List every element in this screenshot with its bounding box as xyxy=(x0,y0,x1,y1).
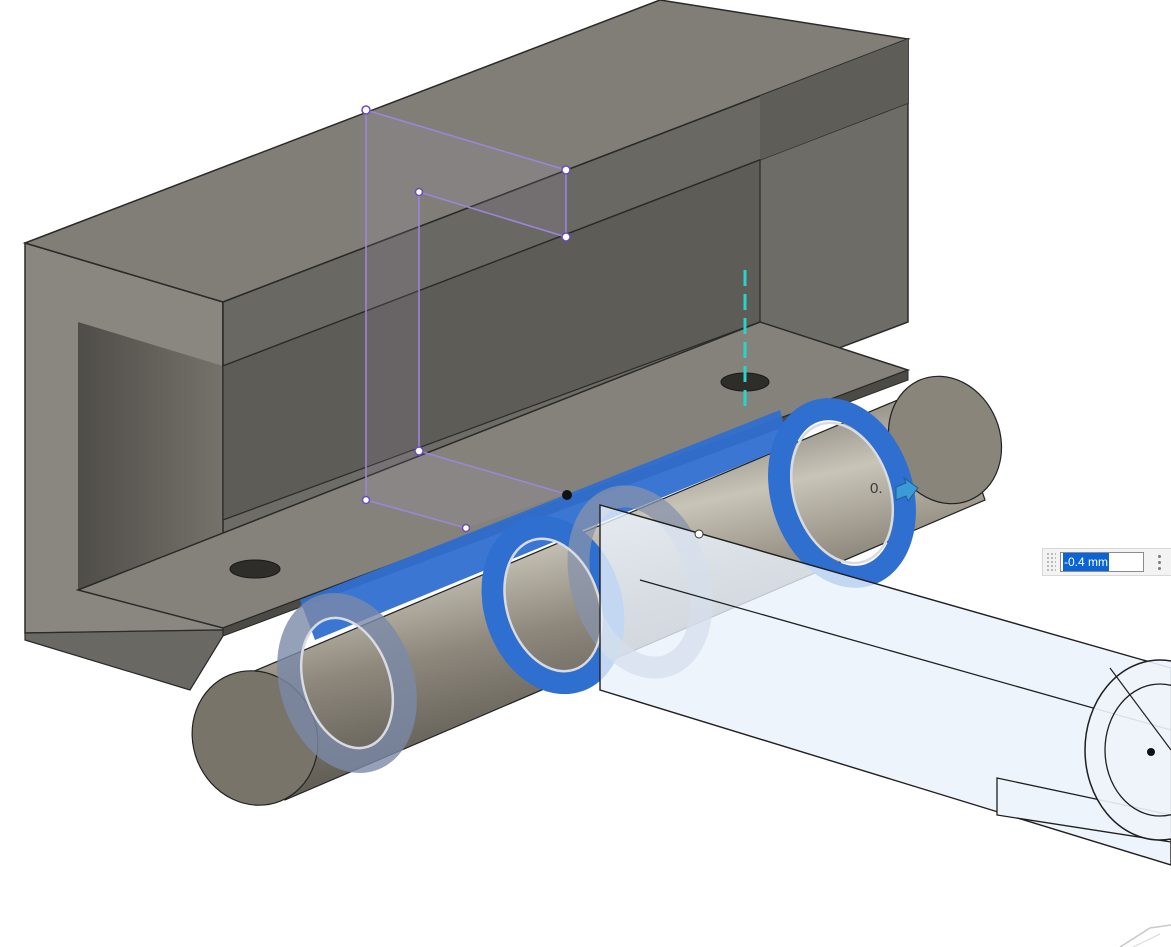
bracket-inner-channel xyxy=(78,322,223,590)
preview-mid-line xyxy=(639,579,1171,731)
mount-hole-left[interactable] xyxy=(229,559,281,579)
preview-end-inner xyxy=(1104,683,1171,817)
sketch-line-bottom xyxy=(418,450,567,495)
flange-end-face xyxy=(760,39,908,160)
preview-cross-line xyxy=(1109,667,1171,751)
distance-value[interactable]: -0.4 mm xyxy=(1063,553,1110,571)
move-arrow-icon[interactable] xyxy=(895,476,919,503)
manipulator-label: 0. xyxy=(870,480,883,497)
pin-top-point[interactable] xyxy=(562,490,572,500)
ring-outline-left xyxy=(299,616,395,750)
preview-body xyxy=(599,504,1171,866)
pin-edge-point[interactable] xyxy=(694,529,704,539)
more-options-icon[interactable] xyxy=(1154,552,1164,572)
preview-center-point[interactable] xyxy=(1147,748,1155,756)
sketch-line-inner xyxy=(418,191,567,238)
sketch-line-base xyxy=(365,499,467,529)
bracket-lower-face xyxy=(24,629,224,691)
distance-input[interactable]: -0.4 mm xyxy=(1060,552,1144,572)
extrude-preview xyxy=(562,490,1171,866)
distance-input-panel[interactable]: -0.4 mm xyxy=(1042,548,1171,576)
selected-ring-right[interactable] xyxy=(758,393,925,594)
ring-outline-right xyxy=(789,421,895,565)
view-cube-icon[interactable] xyxy=(1119,924,1171,947)
ring-outline-middle xyxy=(503,537,603,673)
distance-manipulator[interactable]: 0. xyxy=(870,476,919,503)
drag-grip-icon[interactable] xyxy=(1046,552,1056,572)
sketch-points[interactable] xyxy=(361,105,571,533)
sketch-plane xyxy=(366,110,566,528)
ghost-ring-left xyxy=(277,593,417,773)
preview-end-outer xyxy=(1084,659,1171,841)
sketch-profile[interactable] xyxy=(361,105,571,533)
